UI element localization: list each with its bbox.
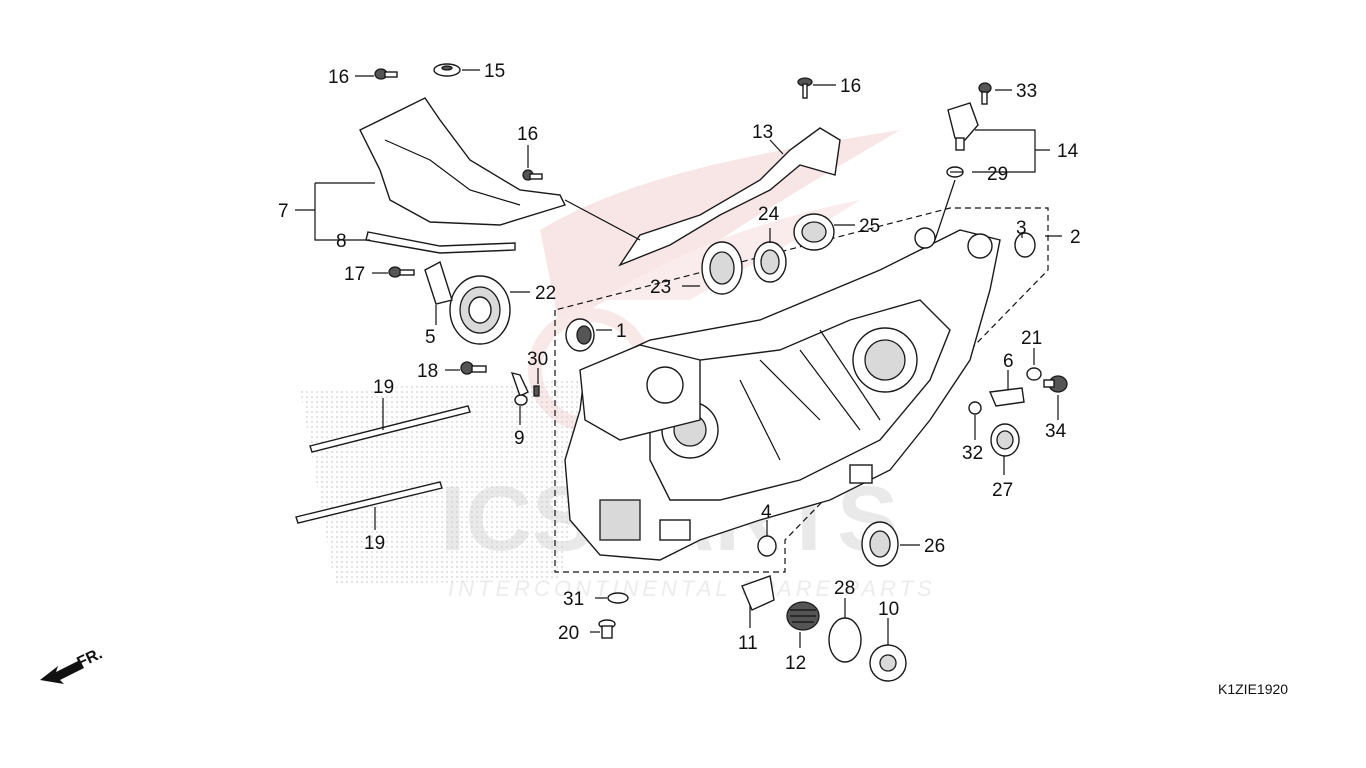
- dowel-4: [757, 535, 777, 557]
- diagram-code: K1ZIE1920: [1218, 681, 1288, 697]
- callout-12: 12: [785, 653, 806, 674]
- callout-24: 24: [758, 204, 780, 225]
- callout-20: 20: [558, 623, 579, 644]
- callout-22: 22: [535, 283, 556, 304]
- stud-19-upper: [309, 405, 471, 453]
- bolt-16-mid: [522, 169, 543, 181]
- callout-34: 34: [1045, 421, 1067, 442]
- callout-30: 30: [527, 349, 548, 370]
- front-label: FR.: [75, 645, 106, 671]
- callout-32: 32: [962, 443, 983, 464]
- leader-lines: [295, 69, 1062, 648]
- seal-27: [990, 423, 1020, 457]
- bearing-22: [449, 275, 511, 345]
- front-arrow-icon: [40, 660, 84, 684]
- bearing-24: [753, 241, 787, 283]
- callout-8: 8: [336, 231, 347, 252]
- callout-17: 17: [344, 264, 365, 285]
- callout-21: 21: [1021, 328, 1042, 349]
- bolt-33: [978, 82, 992, 105]
- grommet-15: [433, 63, 461, 77]
- callout-26: 26: [924, 536, 945, 557]
- bearing-23: [701, 241, 743, 295]
- callout-2: 2: [1070, 227, 1081, 248]
- callout-labels: 16 15 16 16 33 13 14 29 7 8 24 25 3 2 17…: [278, 61, 1081, 674]
- callout-19: 19: [373, 377, 394, 398]
- callout-4: 4: [761, 502, 772, 523]
- circlip-32: [968, 401, 982, 415]
- bolt-17: [388, 266, 415, 278]
- washer-21: [1026, 367, 1042, 381]
- bearing-25: [793, 213, 835, 251]
- callout-1: 1: [616, 321, 627, 342]
- callout-14: 14: [1057, 141, 1079, 162]
- plug-11: [741, 575, 775, 611]
- seal-26: [861, 521, 899, 567]
- pin-9: [510, 372, 529, 406]
- bracket-5: [424, 260, 453, 305]
- bolt-16-right: [797, 77, 813, 99]
- washer-31: [607, 592, 629, 604]
- callout-16: 16: [517, 124, 538, 145]
- bolt-18: [460, 361, 487, 375]
- front-marker: FR.: [40, 645, 105, 684]
- spring-30: [533, 385, 540, 397]
- callout-23: 23: [650, 277, 671, 298]
- sensor-6: [988, 387, 1025, 407]
- callout-19: 19: [364, 533, 385, 554]
- sensor-14: [947, 102, 979, 151]
- callout-16: 16: [840, 76, 861, 97]
- callout-27: 27: [992, 480, 1013, 501]
- crankcase: [564, 227, 1001, 561]
- seal-8: [365, 231, 516, 254]
- stud-19-lower: [295, 481, 443, 524]
- callout-16: 16: [328, 67, 349, 88]
- callout-33: 33: [1016, 81, 1037, 102]
- callout-10: 10: [878, 599, 899, 620]
- callout-9: 9: [514, 428, 525, 449]
- callout-3: 3: [1016, 218, 1027, 239]
- callout-13: 13: [752, 122, 773, 143]
- callout-18: 18: [417, 361, 438, 382]
- air-guide-13: [618, 127, 841, 267]
- callout-11: 11: [738, 633, 758, 654]
- bolt-34: [1043, 375, 1068, 393]
- callout-29: 29: [987, 164, 1008, 185]
- callout-7: 7: [278, 201, 289, 222]
- cover-7: [359, 97, 566, 226]
- callout-28: 28: [834, 578, 855, 599]
- callout-31: 31: [563, 589, 584, 610]
- collar-3: [1014, 232, 1036, 258]
- callout-5: 5: [425, 327, 436, 348]
- bolt-20: [598, 619, 616, 639]
- callout-6: 6: [1003, 351, 1014, 372]
- callout-15: 15: [484, 61, 505, 82]
- cap-10: [869, 644, 907, 682]
- collar-1: [565, 318, 595, 352]
- callout-25: 25: [859, 216, 880, 237]
- spring-12: [786, 601, 820, 631]
- o-ring-28: [828, 617, 862, 663]
- bolt-16-left: [374, 68, 398, 80]
